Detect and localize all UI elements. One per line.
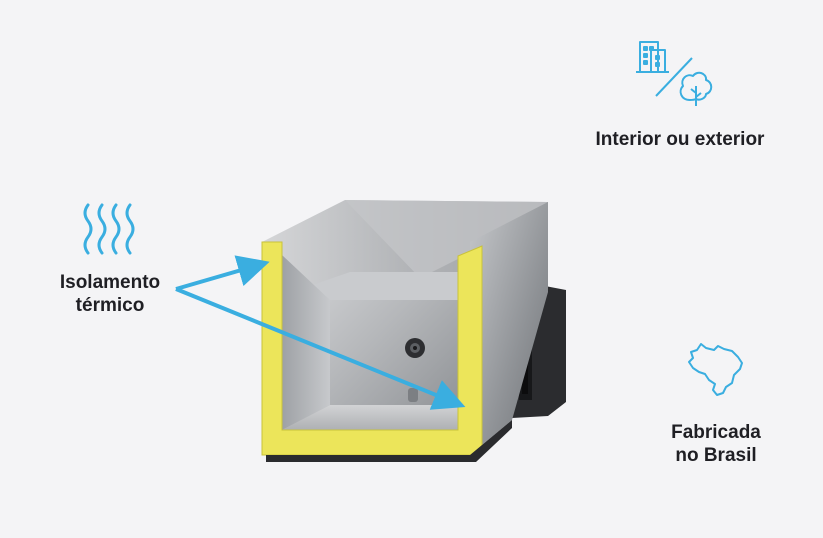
label-fabricada-no-brasil: Fabricada no Brasil [636, 421, 796, 467]
brazil-map-icon [688, 343, 743, 396]
back-wall-light [345, 200, 548, 278]
label-isolamento-line1: Isolamento [59, 272, 161, 293]
label-fabricada-line2: no Brasil [675, 445, 757, 466]
inner-shelf [292, 272, 458, 300]
label-fabricada-line1: Fabricada [671, 422, 761, 443]
insulation-arrows [175, 255, 466, 410]
label-interior-exterior: Interior ou exterior [560, 128, 800, 151]
inner-floor [282, 405, 458, 430]
heat-waves-icon [83, 203, 135, 255]
right-side [470, 202, 548, 455]
label-isolamento-termico: Isolamento térmico [40, 271, 180, 317]
label-isolamento-line2: térmico [75, 295, 145, 316]
label-interior-text: Interior ou exterior [595, 129, 765, 150]
base-strip [266, 420, 512, 462]
building-tree-icon [636, 41, 713, 106]
drain-valve [405, 338, 425, 402]
